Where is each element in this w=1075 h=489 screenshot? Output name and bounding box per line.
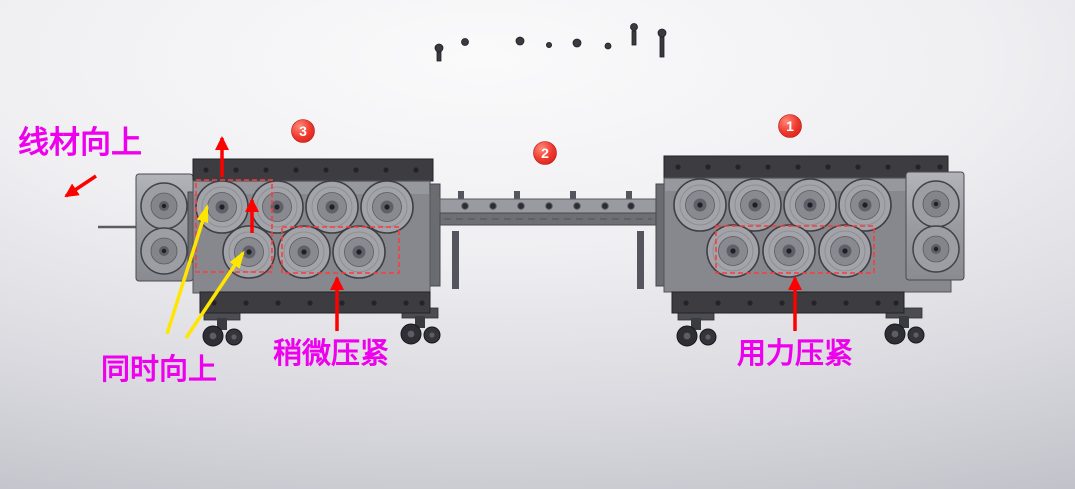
junction-plate [429,183,441,287]
rail-leg [637,231,644,289]
yellow-arrow-1 [165,204,209,335]
center-rail-unit [439,191,657,289]
loose-fasteners [434,23,667,62]
feed-roller [912,180,960,228]
bottom-roller [332,225,386,279]
bottom-rail-bolts [683,300,899,306]
bottom-rail [199,291,431,314]
arrows [64,136,802,339]
top-roller [360,180,414,234]
bottom-rail-bolts [211,300,425,306]
top-rail [192,158,434,182]
feed-roller-block [905,171,965,281]
badge-1: 1 [778,114,802,138]
highlight-box-right-bottom [715,225,875,274]
highlight-box-left-pair [195,179,273,273]
caster-wheel [676,309,717,347]
rail-stud [458,191,464,200]
bottom-roller [277,225,331,279]
feed-roller [140,182,188,230]
top-rail-bolts [203,167,419,173]
bottom-roller [706,224,760,278]
badge-number: 2 [541,145,549,161]
feed-roller-block [135,173,194,282]
badge-number: 3 [299,123,307,139]
top-roller [250,180,304,234]
rail-holes [461,202,635,210]
yellow-arrow-2 [184,250,245,339]
badge-circle [291,119,315,143]
feed-roller [140,227,188,275]
top-roller [305,180,359,234]
badge-3: 3 [291,119,315,143]
red-arrow-wire [64,174,97,198]
bottom-roller [818,224,872,278]
right-straightener-unit [655,155,965,347]
highlight-box-left-bottom [281,226,400,274]
badge-2: 2 [533,141,557,165]
rail-stud [514,191,520,200]
top-roller [838,178,892,232]
bottom-roller [762,224,816,278]
badge-number: 1 [786,118,794,134]
top-roller [783,178,837,232]
feed-roller [912,225,960,273]
rail-stud [570,191,576,200]
top-rail-bolts [675,164,943,170]
label-same-time-up: 同时向上 [101,353,217,386]
caster-wheel [202,309,243,347]
badge-circle [533,141,557,165]
bottom-rail [671,291,905,314]
label-slight-press: 稍微压紧 [273,337,389,370]
top-roller [195,180,249,234]
label-wire-up: 线材向上 [18,125,142,160]
label-firm-press: 用力压紧 [737,337,853,370]
rail-leg [452,231,459,289]
highlight-boxes [195,179,875,274]
left-straightener-unit [98,158,441,347]
top-roller [728,178,782,232]
badge-circle [778,114,802,138]
rail-stud [626,191,632,200]
top-roller [673,178,727,232]
